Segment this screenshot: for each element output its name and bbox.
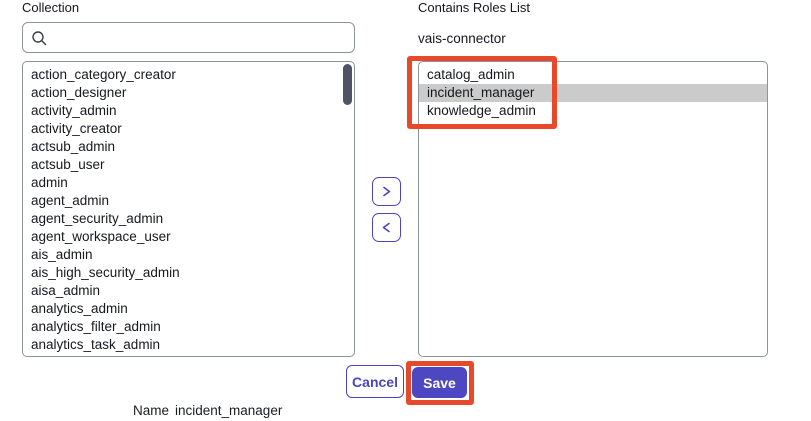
move-left-button[interactable] xyxy=(372,213,401,242)
group-name-label: vais-connector xyxy=(418,31,506,46)
list-item[interactable]: catalog_admin xyxy=(427,67,515,82)
contains-roles-list-label: Contains Roles List xyxy=(418,0,530,15)
list-item[interactable]: activity_creator xyxy=(31,121,122,136)
collection-search-input[interactable] xyxy=(53,29,346,46)
name-value: incident_manager xyxy=(175,403,283,418)
list-item[interactable]: agent_security_admin xyxy=(31,211,164,226)
collection-label: Collection xyxy=(22,0,80,15)
chevron-right-icon xyxy=(380,185,393,198)
list-item[interactable]: ais_high_security_admin xyxy=(31,265,180,280)
list-item[interactable]: analytics_viewer xyxy=(23,354,354,356)
scrollbar-thumb[interactable] xyxy=(343,64,352,105)
search-icon xyxy=(31,30,47,46)
list-item[interactable]: analytics_task_admin xyxy=(31,337,161,352)
roles-list: catalog_admin incident_manager knowledge… xyxy=(419,62,767,120)
list-item[interactable]: analytics_admin xyxy=(31,301,128,316)
collection-search-box[interactable] xyxy=(22,22,355,53)
list-item[interactable]: admin xyxy=(31,175,68,190)
roles-listbox[interactable]: catalog_admin incident_manager knowledge… xyxy=(418,61,768,357)
move-right-button[interactable] xyxy=(372,177,401,206)
list-item[interactable]: analytics_filter_admin xyxy=(31,319,161,334)
collection-list: action_category_creator action_designer … xyxy=(23,62,354,356)
list-item[interactable]: actsub_admin xyxy=(31,139,116,154)
list-item-selected[interactable]: incident_manager xyxy=(419,84,767,102)
list-item[interactable]: action_category_creator xyxy=(31,67,176,82)
list-item[interactable]: activity_admin xyxy=(31,103,117,118)
list-item[interactable]: aisa_admin xyxy=(31,283,101,298)
list-item[interactable]: knowledge_admin xyxy=(427,103,536,118)
name-label: Name xyxy=(133,403,170,418)
chevron-left-icon xyxy=(380,221,393,234)
list-item[interactable]: actsub_user xyxy=(31,157,105,172)
list-item[interactable]: agent_workspace_user xyxy=(31,229,171,244)
collection-listbox[interactable]: action_category_creator action_designer … xyxy=(22,61,355,357)
list-item[interactable]: agent_admin xyxy=(31,193,110,208)
list-item[interactable]: action_designer xyxy=(31,85,127,100)
cancel-button[interactable]: Cancel xyxy=(346,365,404,398)
list-item[interactable]: ais_admin xyxy=(31,247,93,262)
save-button[interactable]: Save xyxy=(412,367,467,398)
